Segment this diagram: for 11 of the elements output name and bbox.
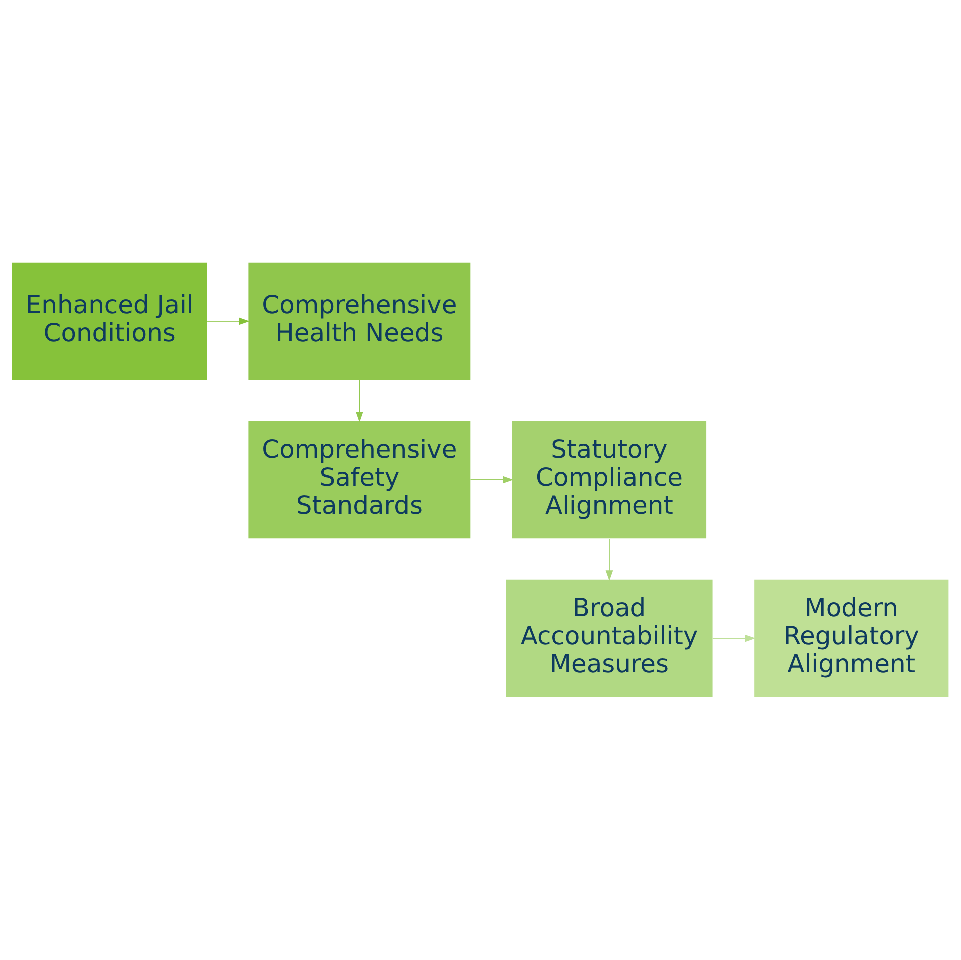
node-box: Modern Regulatory Alignment bbox=[754, 580, 949, 698]
arrow bbox=[470, 476, 514, 484]
node-box: Comprehensive Health Needs bbox=[248, 262, 471, 380]
arrow bbox=[207, 318, 250, 326]
node-box: Comprehensive Safety Standards bbox=[248, 421, 471, 539]
arrow bbox=[712, 634, 756, 642]
arrow bbox=[606, 538, 614, 582]
node-box: Broad Accountability Measures bbox=[506, 580, 713, 698]
node-box: Enhanced Jail Conditions bbox=[12, 262, 208, 380]
arrow bbox=[356, 380, 364, 423]
node-box: Statutory Compliance Alignment bbox=[512, 421, 707, 539]
